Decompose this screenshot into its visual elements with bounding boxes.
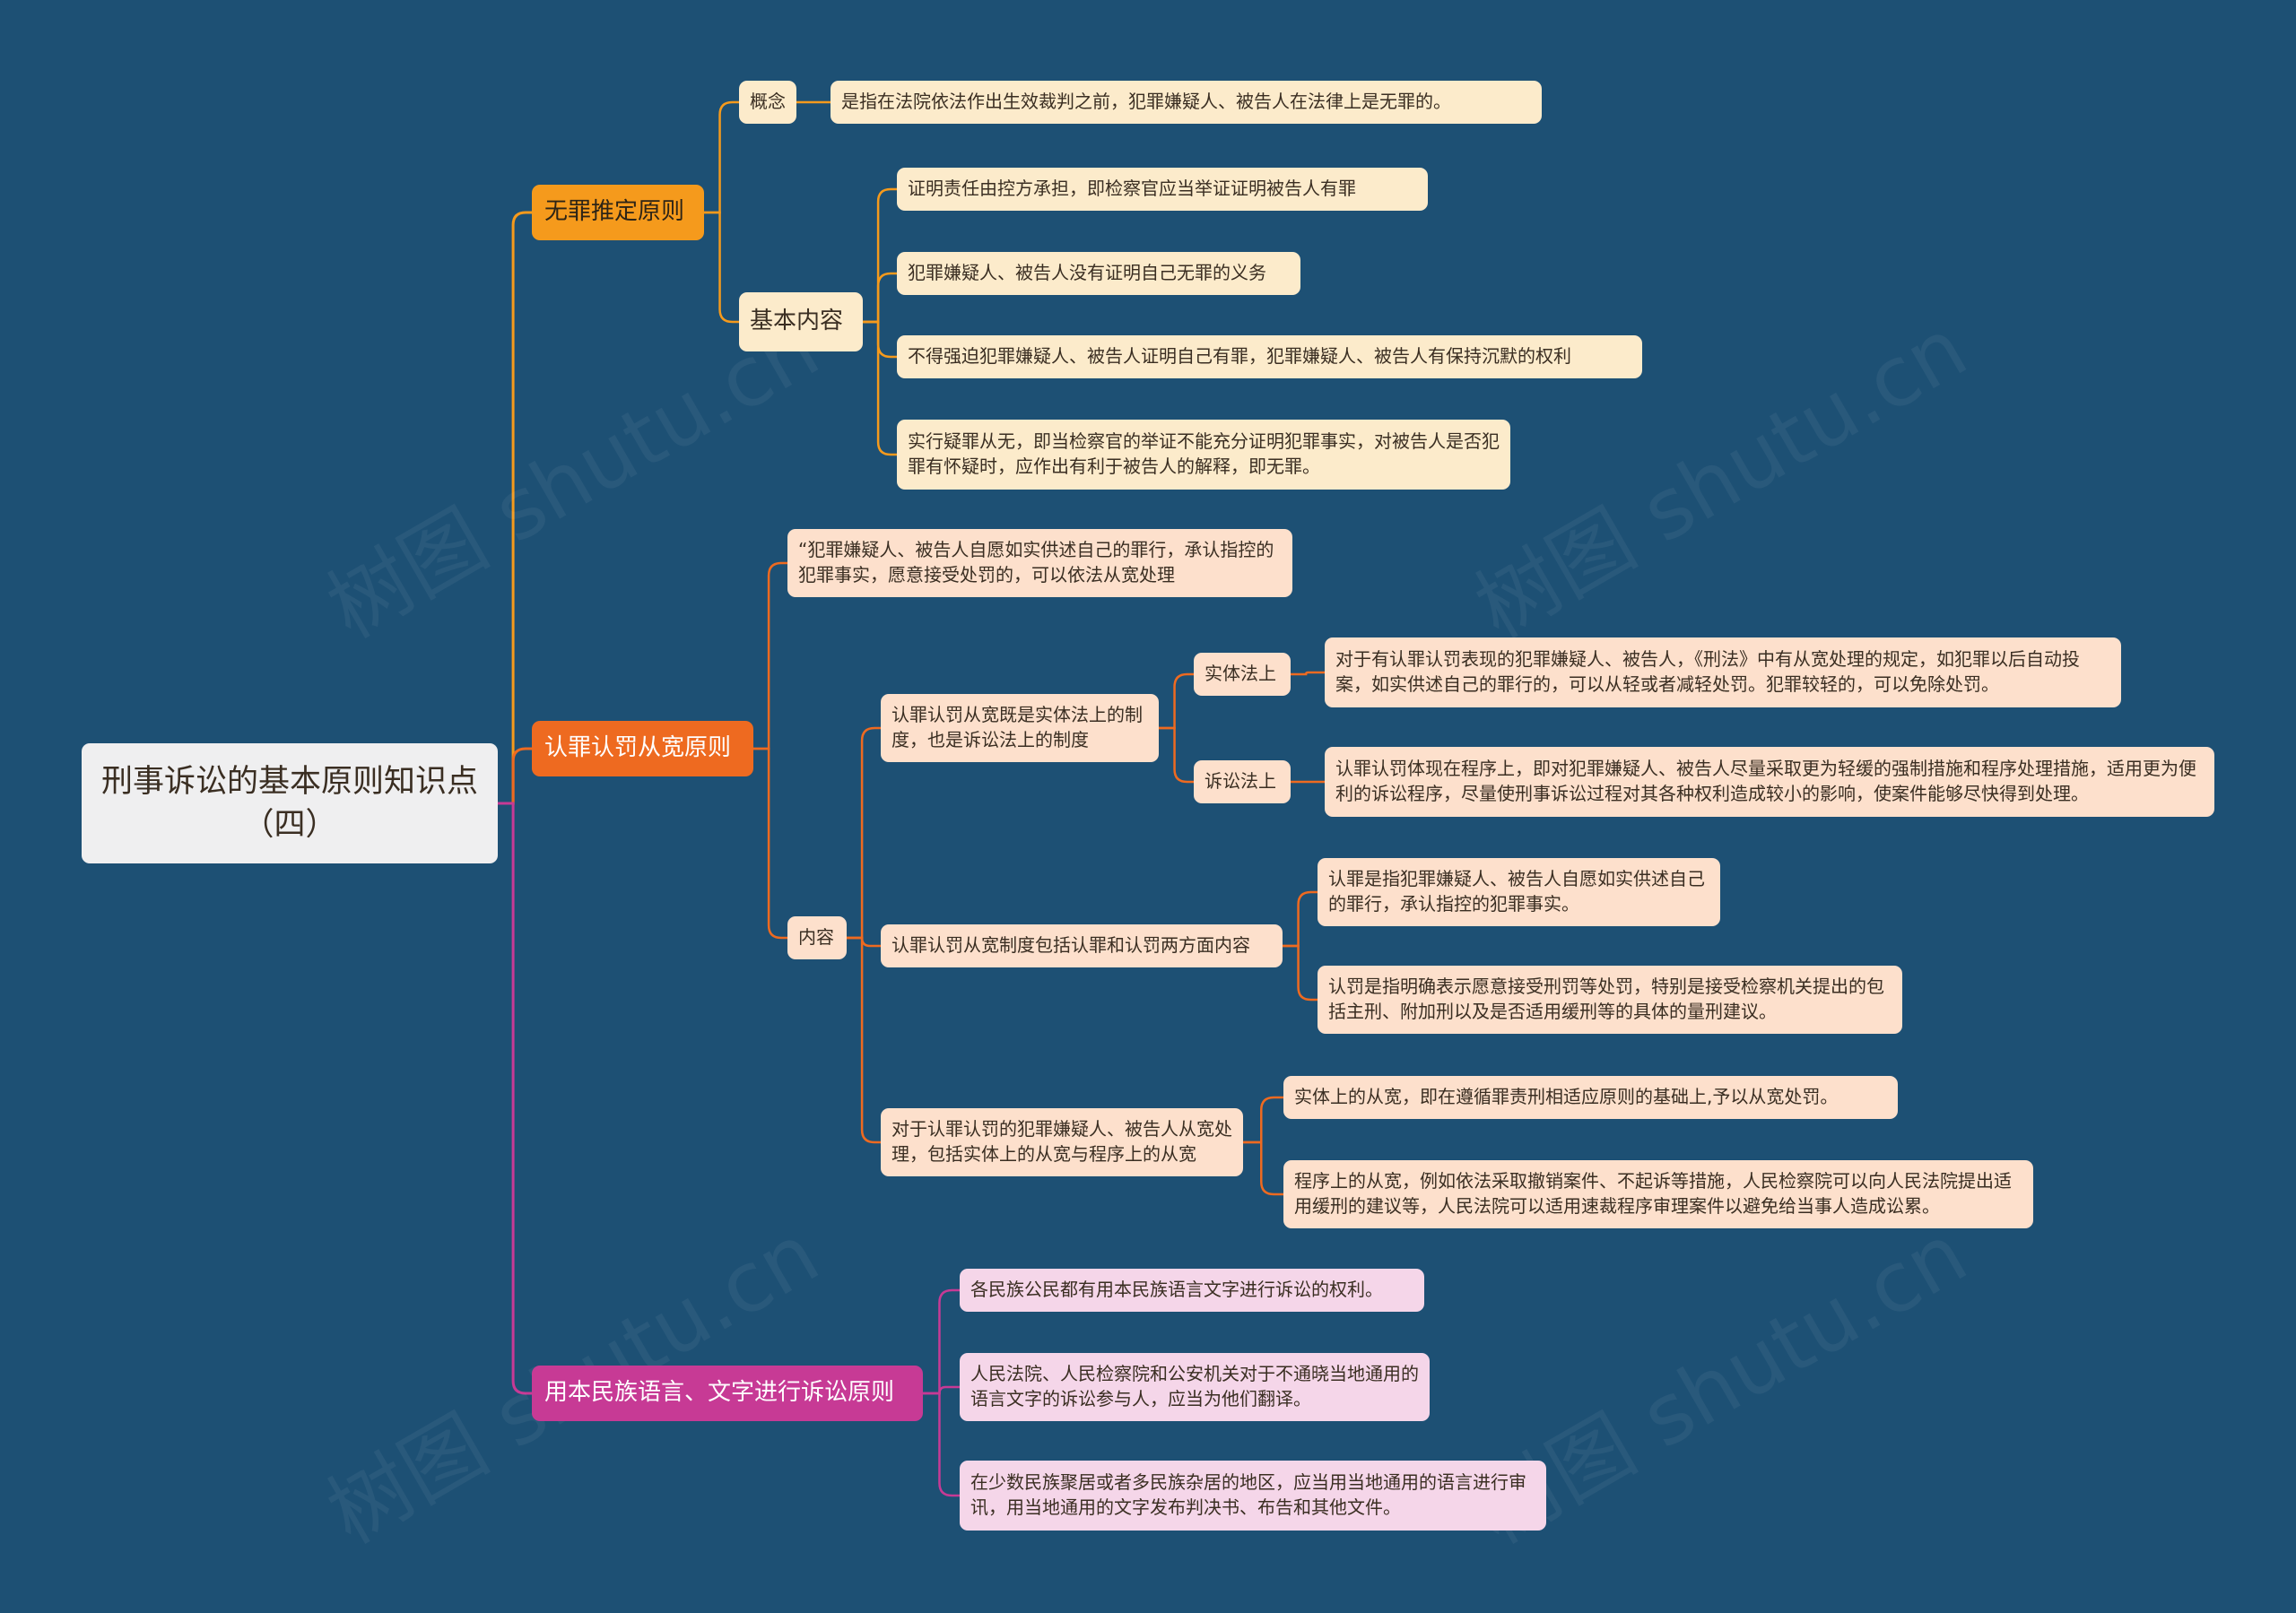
language-item[interactable]: 人民法院、人民检察院和公安机关对于不通晓当地通用的语言文字的诉讼参与人，应当为他…	[960, 1353, 1430, 1421]
connector-b1	[863, 320, 897, 456]
connector-b2	[753, 561, 787, 750]
connector-b2	[847, 726, 881, 940]
connector-b2	[1243, 1096, 1283, 1144]
concept-text[interactable]: 是指在法院依法作出生效裁判之前，犯罪嫌疑人、被告人在法律上是无罪的。	[831, 81, 1542, 124]
language-item[interactable]: 在少数民族聚居或者多民族杂居的地区，应当用当地通用的语言进行审讯，用当地通用的文…	[960, 1461, 1546, 1531]
substantive-leniency[interactable]: 实体上的从宽，即在遵循罪责刑相适应原则的基础上,予以从宽处罚。	[1283, 1076, 1898, 1119]
connector-b2	[753, 747, 787, 940]
basic-content-item[interactable]: 不得强迫犯罪嫌疑人、被告人证明自己有罪，犯罪嫌疑人、被告人有保持沉默的权利	[897, 335, 1642, 378]
connector-b2	[1283, 890, 1318, 948]
definition-quote[interactable]: “犯罪嫌疑人、被告人自愿如实供述自己的罪行，承认指控的犯罪事实，愿意接受处罚的，…	[787, 529, 1292, 597]
connector-b2	[1283, 944, 1318, 1002]
language-item[interactable]: 各民族公民都有用本民族语言文字进行诉讼的权利。	[960, 1269, 1424, 1312]
procedural-leniency[interactable]: 程序上的从宽，例如依法采取撤销案件、不起诉等措施，人民检察院可以向人民法院提出适…	[1283, 1160, 2033, 1228]
acceptance-definition[interactable]: 认罚是指明确表示愿意接受刑罚等处罚，特别是接受检察机关提出的包括主刑、附加刑以及…	[1318, 966, 1902, 1034]
content-item-dual-system[interactable]: 认罪认罚从宽既是实体法上的制度，也是诉讼法上的制度	[881, 694, 1159, 762]
branch-presumption-of-innocence[interactable]: 无罪推定原则	[532, 185, 704, 240]
basic-content-node[interactable]: 基本内容	[739, 292, 863, 351]
content-item-two-aspects[interactable]: 认罪认罚从宽制度包括认罪和认罚两方面内容	[881, 924, 1283, 967]
substantive-law-text[interactable]: 对于有认罪认罚表现的犯罪嫌疑人、被告人，《刑法》中有从宽处理的规定，如犯罪以后自…	[1325, 637, 2121, 707]
connector-root-b3	[498, 802, 532, 1395]
connector-b1	[863, 187, 897, 324]
connector-b2	[1159, 672, 1194, 730]
root-topic[interactable]: 刑事诉讼的基本原则知识点（四）	[82, 743, 498, 863]
connector-b1	[863, 272, 897, 324]
connector-b3	[923, 1288, 960, 1395]
branch-leniency-for-confession[interactable]: 认罪认罚从宽原则	[532, 721, 753, 776]
confession-definition[interactable]: 认罪是指犯罪嫌疑人、被告人自愿如实供述自己的罪行，承认指控的犯罪事实。	[1318, 858, 1720, 926]
connector-b2	[1159, 726, 1194, 784]
concept-node[interactable]: 概念	[739, 81, 796, 124]
substantive-law-node[interactable]: 实体法上	[1194, 653, 1291, 696]
connector-b2	[847, 936, 881, 948]
connector-b2	[1243, 1140, 1283, 1196]
basic-content-item[interactable]: 证明责任由控方承担，即检察官应当举证证明被告人有罪	[897, 168, 1428, 211]
basic-content-item[interactable]: 实行疑罪从无，即当检察官的举证不能充分证明犯罪事实，对被告人是否犯罪有怀疑时，应…	[897, 420, 1510, 490]
content-node[interactable]: 内容	[787, 916, 847, 959]
connector-root-b1	[498, 211, 532, 805]
connector-b2	[1291, 671, 1325, 676]
connector-b1	[704, 211, 739, 324]
connector-b1	[863, 320, 897, 359]
basic-content-item[interactable]: 犯罪嫌疑人、被告人没有证明自己无罪的义务	[897, 252, 1300, 295]
procedural-law-node[interactable]: 诉讼法上	[1194, 760, 1291, 803]
connector-b1	[704, 100, 739, 214]
connector-root-b2	[498, 747, 532, 805]
content-item-leniency-types[interactable]: 对于认罪认罚的犯罪嫌疑人、被告人从宽处理，包括实体上的从宽与程序上的从宽	[881, 1108, 1243, 1176]
connector-b2	[847, 936, 881, 1144]
branch-native-language[interactable]: 用本民族语言、文字进行诉讼原则	[532, 1366, 923, 1421]
procedural-law-text[interactable]: 认罪认罚体现在程序上，即对犯罪嫌疑人、被告人尽量采取更为轻缓的强制措施和程序处理…	[1325, 747, 2214, 817]
connector-b3	[923, 1392, 960, 1497]
